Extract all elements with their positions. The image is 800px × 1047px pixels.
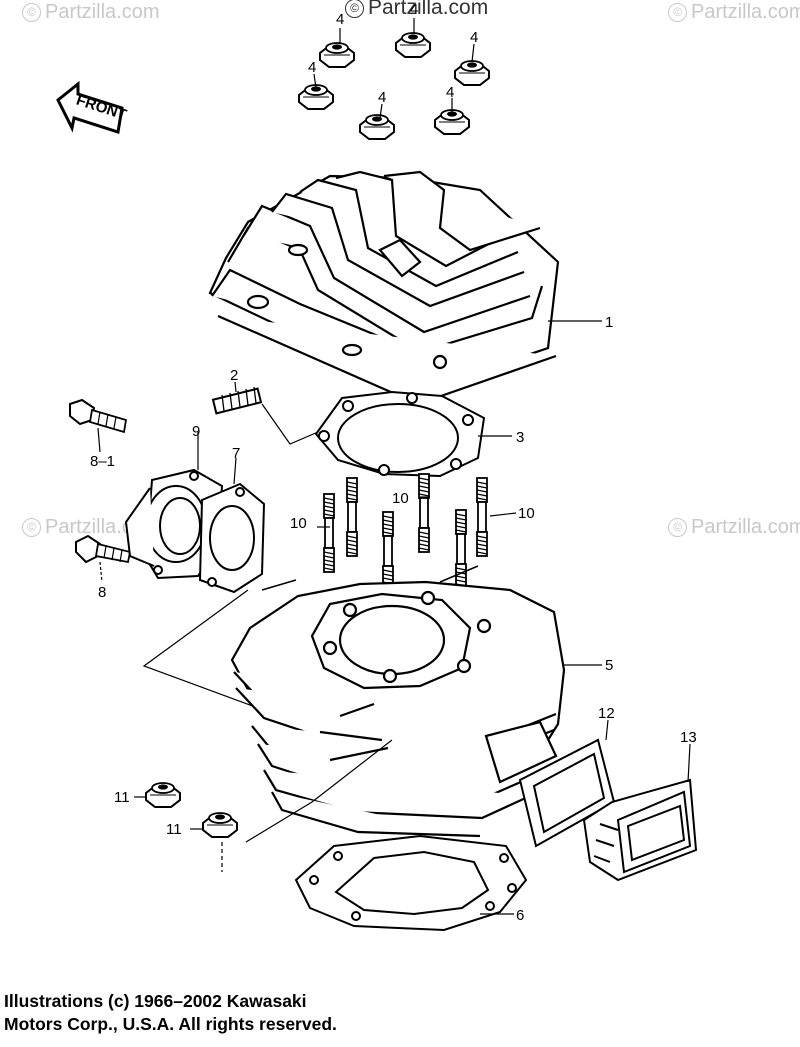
callout-5: 5 xyxy=(605,657,613,674)
callout-4: 4 xyxy=(308,59,316,76)
cylinder-stud-icon xyxy=(382,511,394,591)
watermark-text: Partzilla.com xyxy=(691,516,800,538)
bolt-8-1-part xyxy=(69,398,128,434)
cylinder-nut-icon xyxy=(202,812,238,838)
callout-2: 2 xyxy=(230,367,238,384)
callout-7: 7 xyxy=(232,445,240,462)
front-arrow-icon: FRONT xyxy=(56,80,129,134)
callout-4: 4 xyxy=(410,1,418,18)
callout-4: 4 xyxy=(378,89,386,106)
callout-1: 1 xyxy=(605,314,613,331)
head-nut-icon xyxy=(298,84,334,110)
cylinder-nut-icon xyxy=(145,782,181,808)
callout-11: 11 xyxy=(166,821,182,838)
copyright-symbol-icon: © xyxy=(668,518,687,537)
watermark-top-left: ©Partzilla.com xyxy=(22,1,159,24)
watermark-text: Partzilla.com xyxy=(691,1,800,23)
cylinder-stud-icon xyxy=(455,509,467,589)
leader-lines xyxy=(134,18,602,915)
cylinder-head-part xyxy=(208,170,560,406)
callout-4: 4 xyxy=(446,84,454,101)
callout-3: 3 xyxy=(516,429,524,446)
callout-4: 4 xyxy=(470,29,478,46)
callout-4: 4 xyxy=(336,11,344,28)
stud-part xyxy=(211,386,263,415)
callout-10: 10 xyxy=(392,490,409,507)
callout-12: 12 xyxy=(598,705,615,722)
base-gasket-part xyxy=(294,834,528,932)
head-nut-icon xyxy=(359,114,395,140)
copyright-symbol-icon: © xyxy=(22,518,41,537)
head-nut-icon xyxy=(454,60,490,86)
callout-8: 8 xyxy=(98,584,106,601)
copyright-line-1: Illustrations (c) 1966–2002 Kawasaki xyxy=(4,991,307,1011)
head-gasket-part xyxy=(314,390,486,478)
cylinder-stud-icon xyxy=(346,477,358,557)
callout-11: 11 xyxy=(114,789,130,806)
cylinder-stud-icon xyxy=(476,477,488,557)
copyright-symbol-icon: © xyxy=(22,3,41,22)
watermark-top-right: ©Partzilla.com xyxy=(668,1,800,24)
bolt-8-part xyxy=(75,534,132,583)
callout-10: 10 xyxy=(518,505,535,522)
cylinder-part xyxy=(230,580,566,838)
reed-valve-part xyxy=(582,778,698,882)
intake-gasket-part xyxy=(198,482,266,594)
copyright-notice: Illustrations (c) 1966–2002 Kawasaki Mot… xyxy=(4,990,337,1036)
watermark-text: Partzilla.com xyxy=(368,0,489,19)
callout-9: 9 xyxy=(192,423,200,440)
copyright-symbol-icon: © xyxy=(345,0,364,18)
cylinder-stud-icon xyxy=(418,473,430,553)
copyright-line-2: Motors Corp., U.S.A. All rights reserved… xyxy=(4,1014,337,1034)
watermark-top: ©Partzilla.com xyxy=(345,0,488,20)
callout-6: 6 xyxy=(516,907,524,924)
head-nut-icon xyxy=(319,42,355,68)
copyright-symbol-icon: © xyxy=(668,3,687,22)
watermark-text: Partzilla.com xyxy=(45,1,160,23)
callout-8-1: 8–1 xyxy=(90,453,115,470)
callout-numbers: 4 4 4 4 4 4 4 1 2 3 8–1 9 7 10 10 10 8 5… xyxy=(90,1,697,924)
head-nut-icon xyxy=(395,32,431,58)
intake-manifold-part xyxy=(124,468,224,580)
head-nut-icon xyxy=(434,109,470,135)
cylinder-stud-icon xyxy=(323,493,335,573)
watermark-mid-right: ©Partzilla.com xyxy=(668,516,800,539)
callout-13: 13 xyxy=(680,729,697,746)
callout-10: 10 xyxy=(290,515,307,532)
